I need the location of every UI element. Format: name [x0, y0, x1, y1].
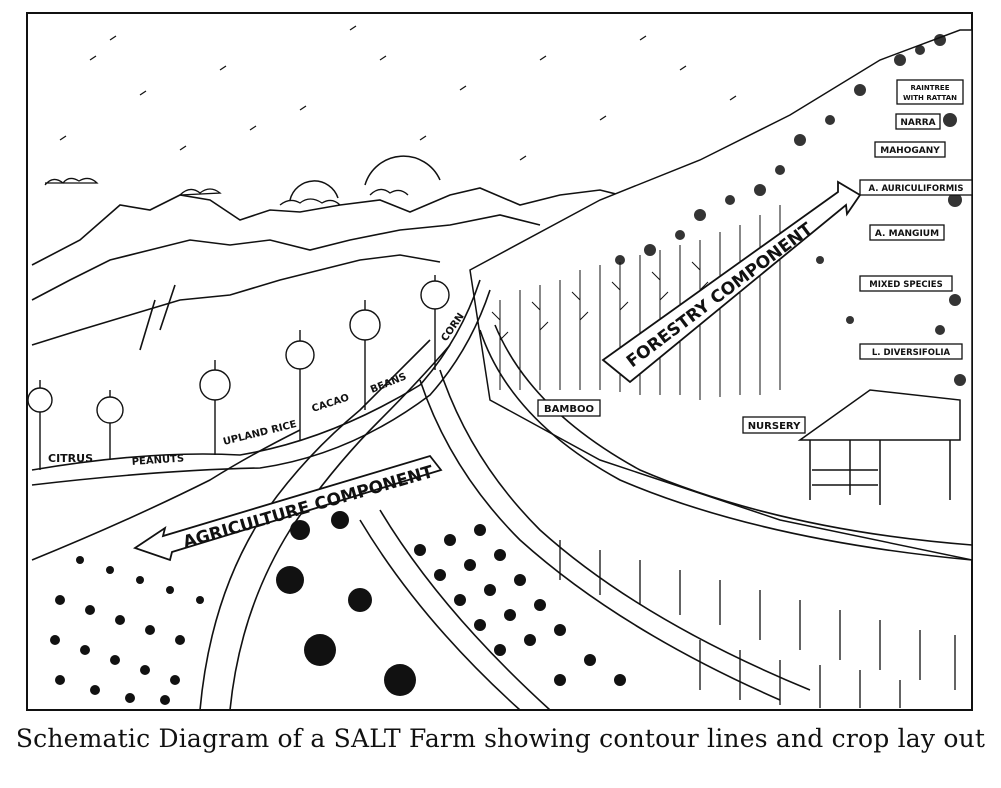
svg-text:NARRA: NARRA: [900, 118, 935, 128]
figure-caption: Schematic Diagram of a SALT Farm showing…: [15, 724, 986, 753]
svg-text:MIXED SPECIES: MIXED SPECIES: [869, 280, 942, 290]
svg-text:WITH RATTAN: WITH RATTAN: [903, 94, 957, 102]
forest-label-mixed-species: MIXED SPECIES: [859, 275, 953, 292]
hedgerow-trees: [27, 275, 450, 470]
mountain-ranges: [31, 187, 641, 351]
forest-label-a-auriculiformis: A. AURICULIFORMIS: [859, 179, 973, 196]
crop-rows-middle: [276, 511, 626, 696]
crop-label-citrus: CITRUS: [48, 452, 93, 465]
crop-label-peanuts: PEANUTS: [131, 453, 184, 468]
svg-text:BAMBOO: BAMBOO: [544, 404, 594, 415]
svg-text:A. MANGIUM: A. MANGIUM: [875, 229, 939, 239]
forest-label-raintree: RAINTREE WITH RATTAN: [896, 79, 964, 105]
cloud-shapes: [44, 177, 409, 206]
forest-label-nursery: NURSERY: [742, 416, 806, 434]
contour-terraces: [31, 279, 973, 711]
forest-label-narra: NARRA: [895, 113, 941, 130]
forest-label-mahogany: MAHOGANY: [874, 141, 946, 158]
svg-text:L. DIVERSIFOLIA: L. DIVERSIFOLIA: [872, 348, 951, 358]
nursery-hut: [797, 389, 961, 505]
sun-icons: [289, 155, 441, 201]
svg-text:A. AURICULIFORMIS: A. AURICULIFORMIS: [869, 184, 964, 194]
svg-text:RAINTREE: RAINTREE: [911, 84, 950, 92]
forest-label-l-diversifolia: L. DIVERSIFOLIA: [859, 343, 963, 360]
forest-label-bamboo: BAMBOO: [537, 399, 601, 417]
sky-marks: [59, 25, 737, 161]
crop-rows-left: [50, 556, 204, 705]
forest-label-a-mangium: A. MANGIUM: [869, 224, 945, 241]
svg-text:MAHOGANY: MAHOGANY: [880, 146, 940, 156]
svg-text:NURSERY: NURSERY: [748, 421, 801, 432]
corn-rows-right: [559, 540, 956, 708]
